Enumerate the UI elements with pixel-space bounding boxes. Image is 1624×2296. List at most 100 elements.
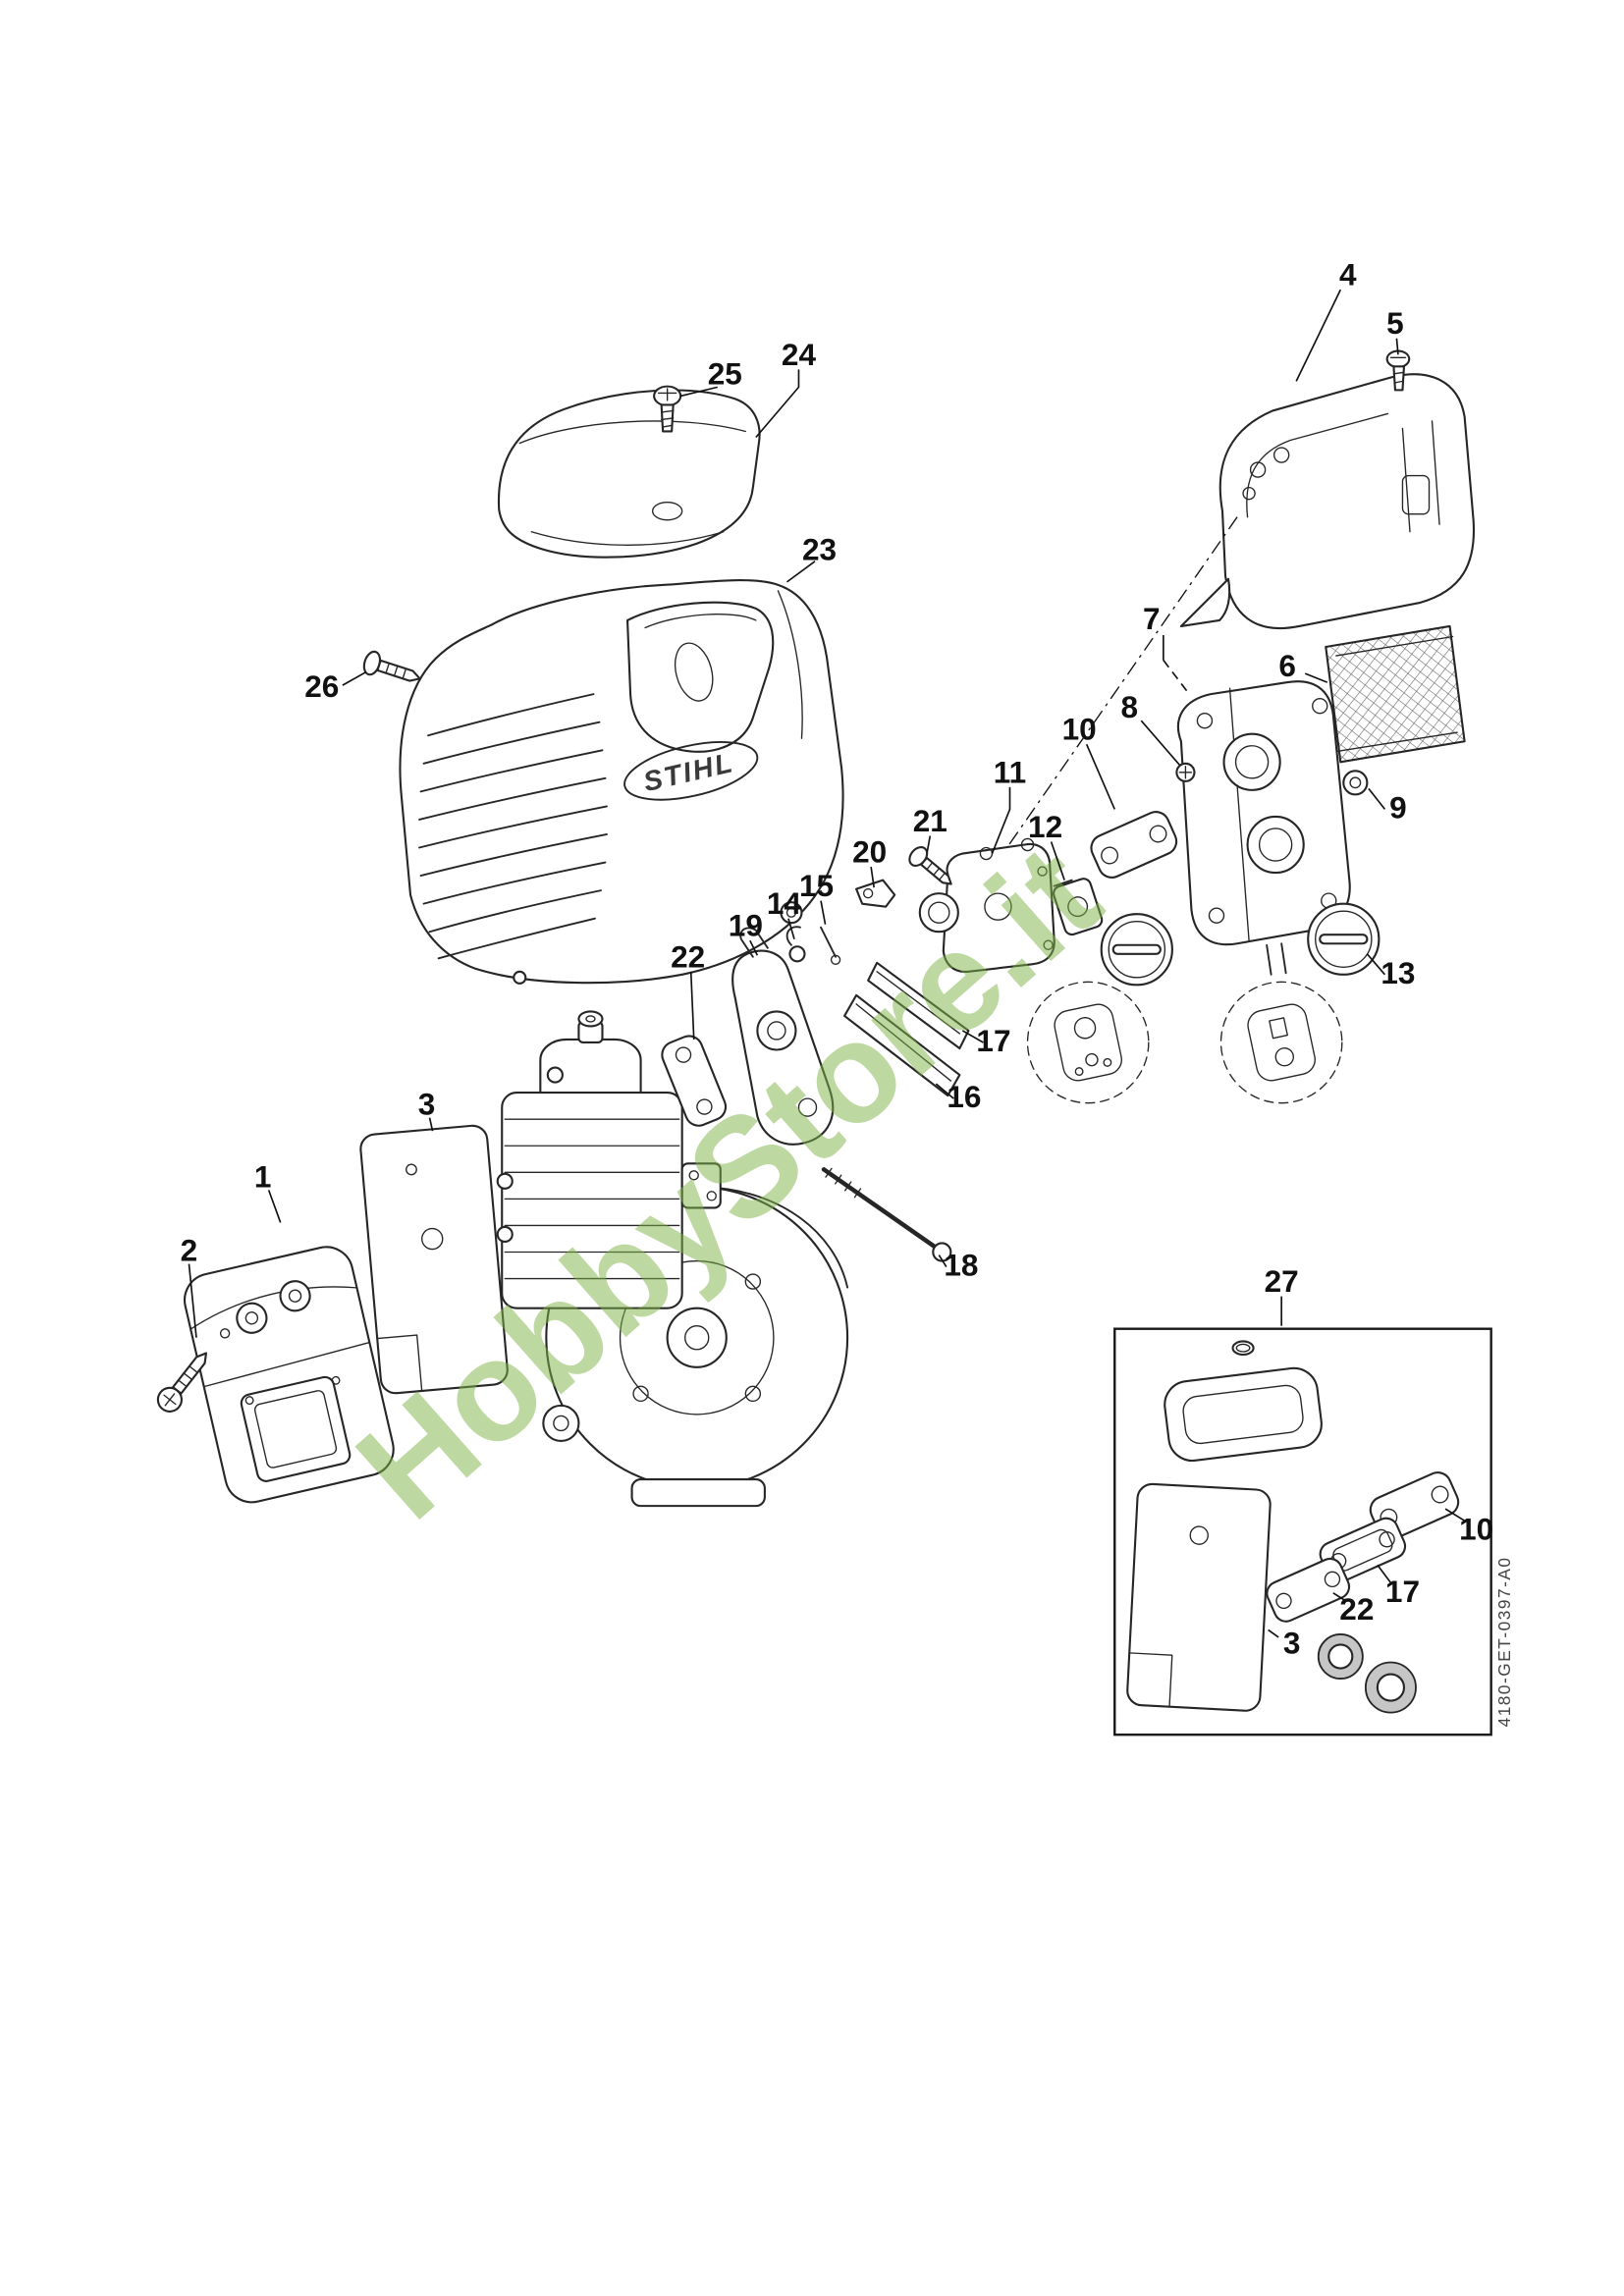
leader-12: [1050, 841, 1065, 881]
spacer-12: [1053, 878, 1104, 936]
callout-11: 11: [994, 754, 1026, 789]
callout-5: 5: [1386, 305, 1404, 341]
rod-15: [820, 926, 841, 965]
leader-4: [1295, 289, 1342, 382]
leader-2: [188, 1263, 197, 1338]
logo-oval: [623, 741, 759, 801]
grommet-9: [1342, 770, 1369, 796]
leader-25: [679, 386, 718, 398]
callout-16: 16: [947, 1079, 981, 1114]
shield-16: [843, 993, 961, 1097]
callout-1: 1: [254, 1158, 272, 1194]
callout-15: 15: [799, 868, 834, 903]
screw-21: [908, 846, 952, 885]
gasket-plate-3: [359, 1124, 509, 1395]
callout-21: 21: [913, 803, 947, 838]
bracket-20: [855, 879, 896, 908]
top-cover-24: [497, 389, 761, 559]
leader-14: [787, 918, 795, 939]
gasket-set-box-27: [1113, 1327, 1492, 1736]
shroud-louvers: [418, 693, 608, 960]
screw-2: [156, 1352, 207, 1413]
screw-8: [1175, 762, 1196, 782]
muffler-1: [184, 1246, 395, 1504]
leader-21: [926, 835, 932, 853]
doc-code: 4180-GET-0397-A0: [1494, 1557, 1514, 1728]
leader-22-set: [1332, 1592, 1346, 1602]
callout-23: 23: [802, 531, 837, 566]
callout-18: 18: [944, 1248, 978, 1283]
detail-circle-left: [1026, 981, 1150, 1104]
gasket-plate-3-in-set: [1126, 1482, 1272, 1712]
callout-2: 2: [181, 1233, 198, 1268]
cover-gasket: [1164, 1366, 1323, 1463]
callout-10: 10: [1062, 712, 1097, 747]
callout-27: 27: [1265, 1263, 1299, 1299]
leader-18: [938, 1255, 947, 1267]
oil-seal-large: [1364, 1661, 1417, 1714]
leader-17: [961, 1030, 984, 1043]
callout-17: 17: [976, 1023, 1010, 1058]
leader-7-dash: [1163, 660, 1188, 692]
engine-shroud-23: STIHL: [399, 579, 844, 985]
callout-8: 8: [1121, 689, 1139, 724]
callout-10-set: 10: [1459, 1512, 1493, 1547]
shield-17: [867, 961, 970, 1050]
detail-circle-right: [1219, 981, 1343, 1104]
clip-14: [785, 926, 806, 963]
twist-cap-13-left: [1100, 913, 1173, 987]
leader-22: [689, 971, 695, 1041]
leader-9: [1368, 787, 1386, 810]
callout-12: 12: [1028, 809, 1062, 844]
callout-6: 6: [1278, 648, 1296, 683]
screw-25: [653, 385, 682, 433]
callout-3: 3: [418, 1087, 436, 1122]
leader-lines: [188, 289, 1466, 1638]
callout-4: 4: [1339, 257, 1357, 293]
leader-24: [755, 369, 800, 439]
callout-22: 22: [671, 938, 705, 974]
callout-26: 26: [304, 668, 339, 704]
leader-5: [1395, 338, 1399, 355]
screw-26: [362, 650, 421, 682]
gasket-10: [1090, 811, 1178, 879]
oil-seal-small: [1317, 1633, 1364, 1680]
air-filter-base-7: [1176, 680, 1351, 976]
leader-11: [991, 786, 1011, 854]
leader-1: [267, 1190, 282, 1223]
carburetor-11: [918, 837, 1073, 973]
leader-3: [428, 1117, 434, 1132]
leader-10-set: [1444, 1508, 1466, 1522]
o-ring: [1231, 1340, 1255, 1357]
callouts: 1 2 3 4 5 6 7 8 9 10 11 12 13 14 15 16 1…: [181, 257, 1494, 1661]
callout-25: 25: [708, 355, 742, 391]
air-filter-element-6: [1325, 624, 1466, 764]
leader-3-set: [1268, 1629, 1279, 1638]
callout-20: 20: [852, 834, 887, 870]
callout-9: 9: [1389, 789, 1407, 825]
shroud-bracket-19: [731, 927, 835, 1146]
callout-14: 14: [767, 885, 802, 921]
callout-7: 7: [1143, 601, 1161, 636]
leader-19: [749, 939, 759, 956]
leader-8: [1140, 720, 1181, 766]
twist-cap-13-right: [1307, 902, 1380, 976]
callout-19: 19: [729, 908, 763, 943]
leader-6: [1304, 672, 1328, 683]
callout-13: 13: [1380, 955, 1415, 990]
leader-10: [1085, 743, 1116, 810]
cylinder: [496, 1010, 722, 1309]
leader-13: [1366, 953, 1386, 976]
leader-20: [870, 866, 875, 888]
leader-15: [820, 900, 827, 925]
leader-26: [342, 670, 367, 686]
callout-22-set: 22: [1339, 1591, 1374, 1627]
callout-3-set: 3: [1283, 1625, 1301, 1660]
callout-24: 24: [782, 337, 817, 372]
gasket-22-in-set: [1266, 1557, 1351, 1623]
gasket-22: [661, 1035, 728, 1127]
callout-17-set: 17: [1385, 1574, 1420, 1609]
leader-16: [935, 1083, 954, 1099]
